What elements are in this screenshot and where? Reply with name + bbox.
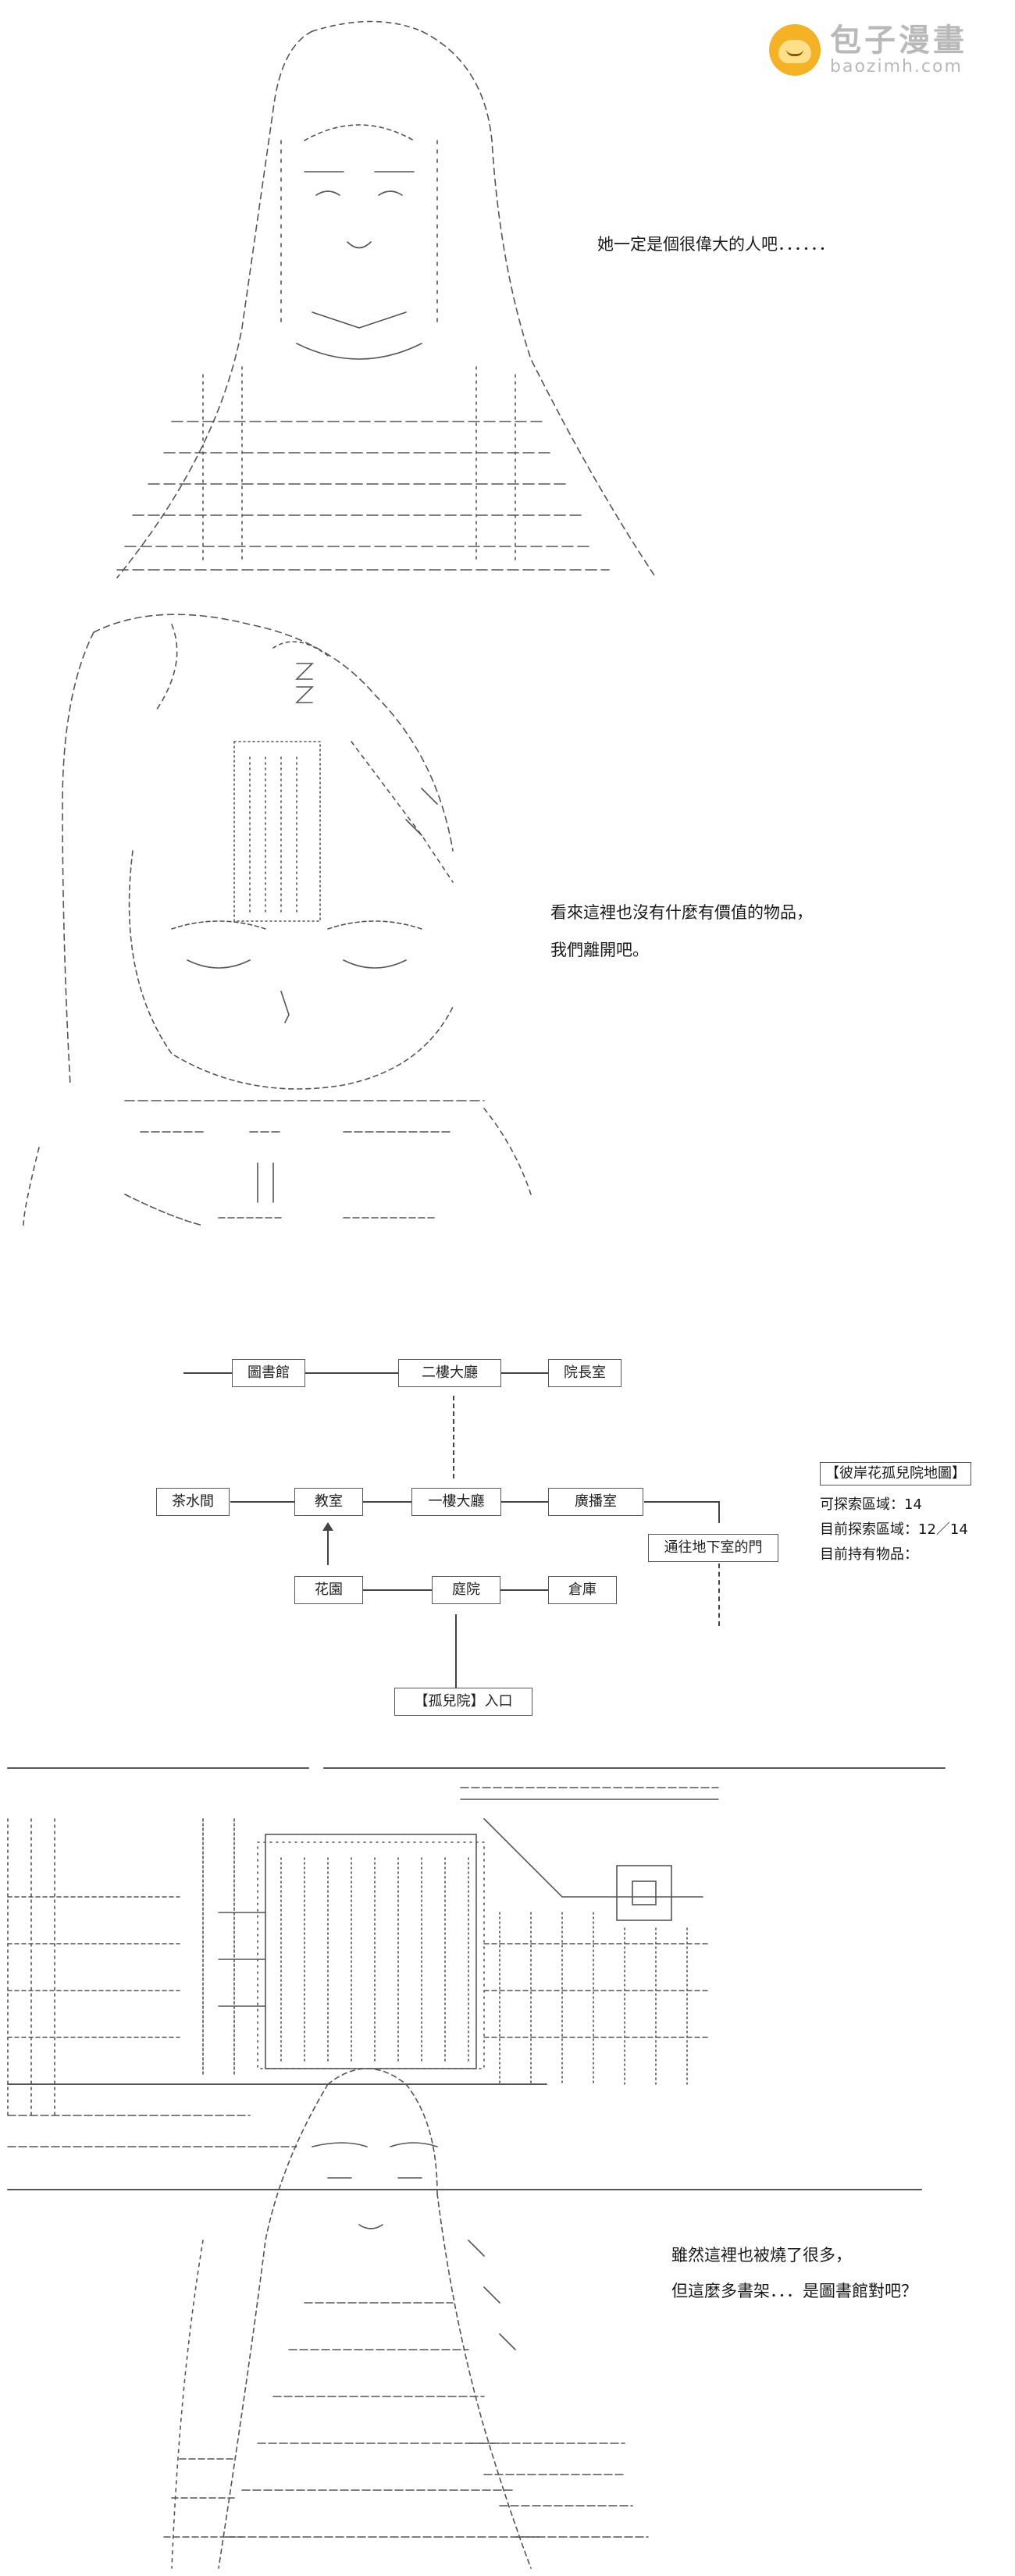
connector-broadcast-basement-v	[718, 1501, 720, 1523]
legend-explorable: 可探索區域：14	[820, 1496, 922, 1513]
room-hall-2f: 二樓大廳	[398, 1359, 501, 1387]
room-broadcast: 廣播室	[548, 1488, 643, 1516]
panel-2-figure-art	[23, 614, 532, 1226]
connector-hall2f-director	[500, 1372, 548, 1374]
room-tea: 茶水間	[156, 1488, 230, 1516]
connector-library-hall2f	[304, 1372, 398, 1374]
connector-tea-classroom	[230, 1501, 294, 1503]
arrow-up-icon	[322, 1522, 333, 1531]
watermark-subtitle: baozimh.com	[830, 57, 963, 76]
connector-library-left	[183, 1372, 232, 1374]
room-library: 圖書館	[232, 1359, 305, 1387]
room-garden: 花園	[294, 1576, 363, 1604]
room-hall-1f: 一樓大廳	[411, 1488, 501, 1516]
legend-explored: 目前探索區域：12／14	[820, 1521, 968, 1538]
map-legend: 【彼岸花孤兒院地圖】 可探索區域：14 目前探索區域：12／14 目前持有物品：	[820, 1461, 971, 1567]
door-basement: 通往地下室的門	[648, 1534, 778, 1562]
room-entrance: 【孤兒院】入口	[394, 1688, 532, 1716]
connector-classroom-hall1f	[363, 1501, 411, 1503]
panel-4-library-art	[7, 1767, 946, 2569]
panel-4-caption-line-1: 雖然這裡也被燒了很多，	[671, 2246, 852, 2265]
watermark-text: 包子漫畫 baozimh.com	[830, 23, 967, 76]
connector-broadcast-basement-h	[644, 1501, 719, 1503]
room-classroom: 教室	[294, 1488, 363, 1516]
panel-2-caption-line-2: 我們離開吧。	[550, 941, 649, 959]
room-warehouse: 倉庫	[548, 1576, 617, 1604]
arrow-classroom-garden-shaft	[327, 1528, 329, 1565]
room-director: 院長室	[548, 1359, 621, 1387]
panel-4-caption-line-2: 但這麼多書架．．．是圖書館對吧？	[671, 2282, 917, 2300]
connector-garden-courtyard	[363, 1589, 432, 1591]
bun-mascot-icon	[769, 24, 821, 76]
legend-items: 目前持有物品：	[820, 1546, 918, 1563]
watermark-title: 包子漫畫	[830, 23, 967, 59]
panel-1-caption: 她一定是個很偉大的人吧．．．．．．	[597, 235, 835, 254]
legend-title: 【彼岸花孤兒院地圖】	[820, 1462, 971, 1485]
panel-1-figure-art	[116, 20, 657, 578]
connector-hall1f-broadcast	[500, 1501, 548, 1503]
watermark-logo: 包子漫畫 baozimh.com	[769, 23, 967, 76]
room-courtyard: 庭院	[432, 1576, 500, 1604]
connector-hall2f-hall1f	[453, 1396, 454, 1478]
connector-courtyard-entrance	[455, 1614, 457, 1688]
connector-courtyard-warehouse	[500, 1589, 548, 1591]
panel-2-caption-line-1: 看來這裡也沒有什麼有價值的物品，	[550, 903, 813, 922]
connector-basement-down	[718, 1564, 720, 1626]
